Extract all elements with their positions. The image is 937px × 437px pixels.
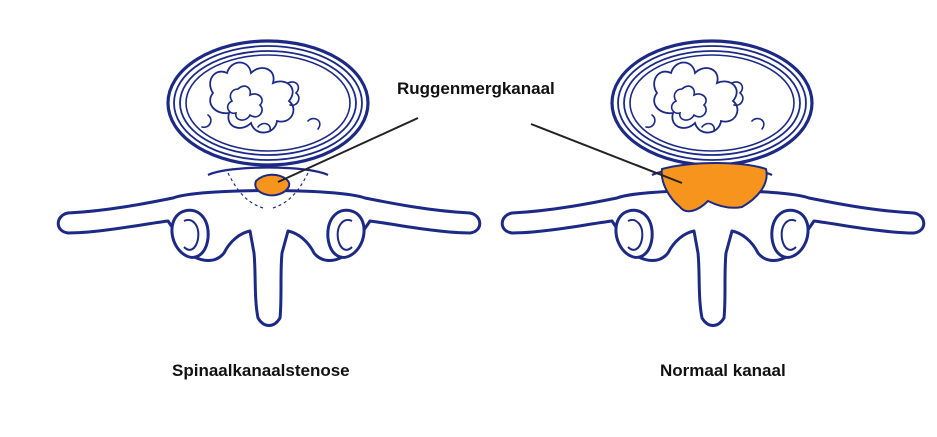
pointer-line-normal [530,123,683,184]
vertebra-normal [500,39,926,328]
canal-narrowed [254,173,291,197]
spinal-canal-label: Ruggenmergkanaal [397,79,555,98]
normal-canal-label: Normaal kanaal [660,361,786,380]
canal-normal [660,162,768,213]
pointer-line-stenosis [277,117,419,183]
stenosis-label: Spinaalkanaalstenose [172,361,350,380]
